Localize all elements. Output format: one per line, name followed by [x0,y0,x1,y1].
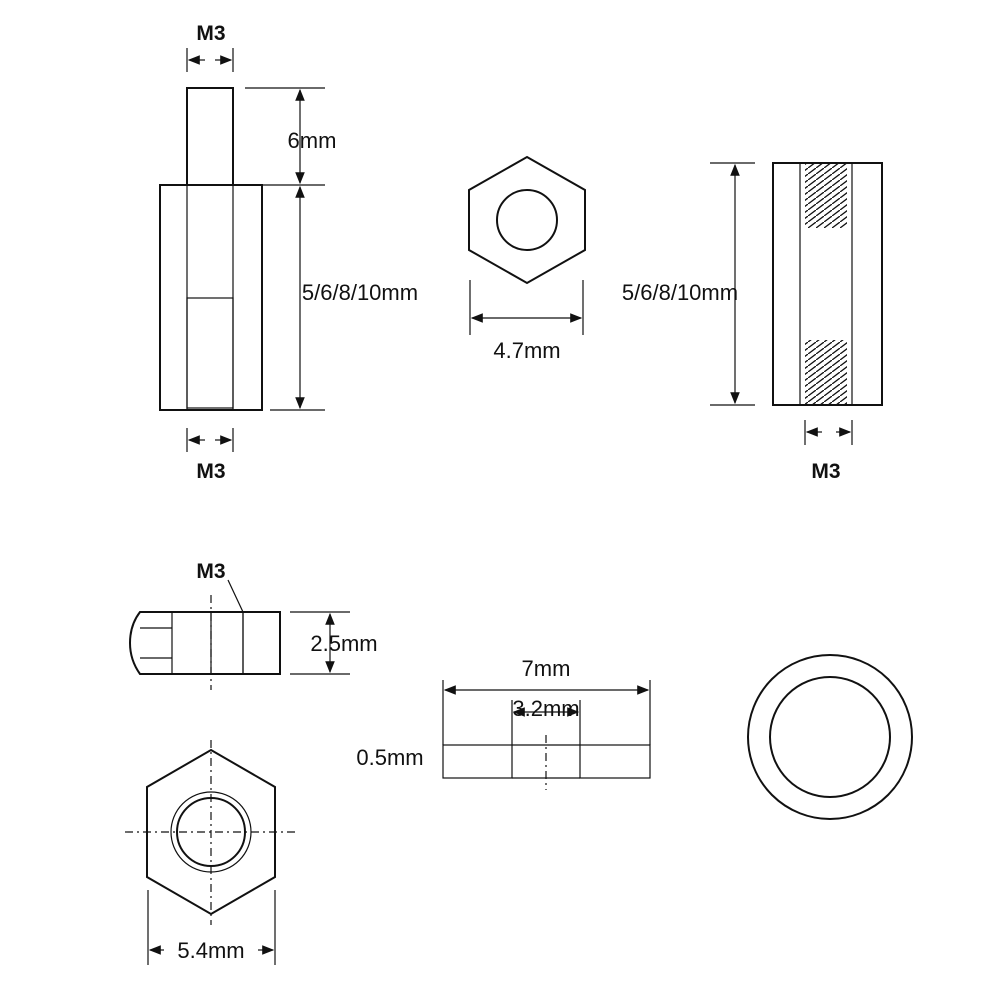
nut-across-flats-label: 5.4mm [177,938,244,963]
body-length-label: 5/6/8/10mm [622,280,738,305]
thread-top-label: M3 [196,22,225,45]
washer-od-label: 7mm [522,656,571,681]
nut-side-view: M3 2.5mm [128,560,378,690]
nut-thickness-label: 2.5mm [310,631,377,656]
nut-front-view: 5.4mm [125,740,295,965]
nut-thread-label: M3 [196,560,225,583]
washer-section: 7mm 3.2mm 0.5mm [356,656,651,790]
hex-top-view: 4.7mm [468,155,586,363]
body-length-label: 5/6/8/10mm [302,280,418,305]
thread-label: M3 [811,460,840,483]
washer-thickness-label: 0.5mm [356,745,423,770]
washer-front-view [747,654,913,820]
male-female-standoff: M3 6mm 5/6/8/10mm M3 [159,22,418,483]
washer-id-label: 3.2mm [512,696,579,721]
female-female-standoff: 5/6/8/10mm M3 [622,162,883,483]
stud-length-label: 6mm [288,128,337,153]
across-flats-label: 4.7mm [493,338,560,363]
thread-bottom-label: M3 [196,460,225,483]
